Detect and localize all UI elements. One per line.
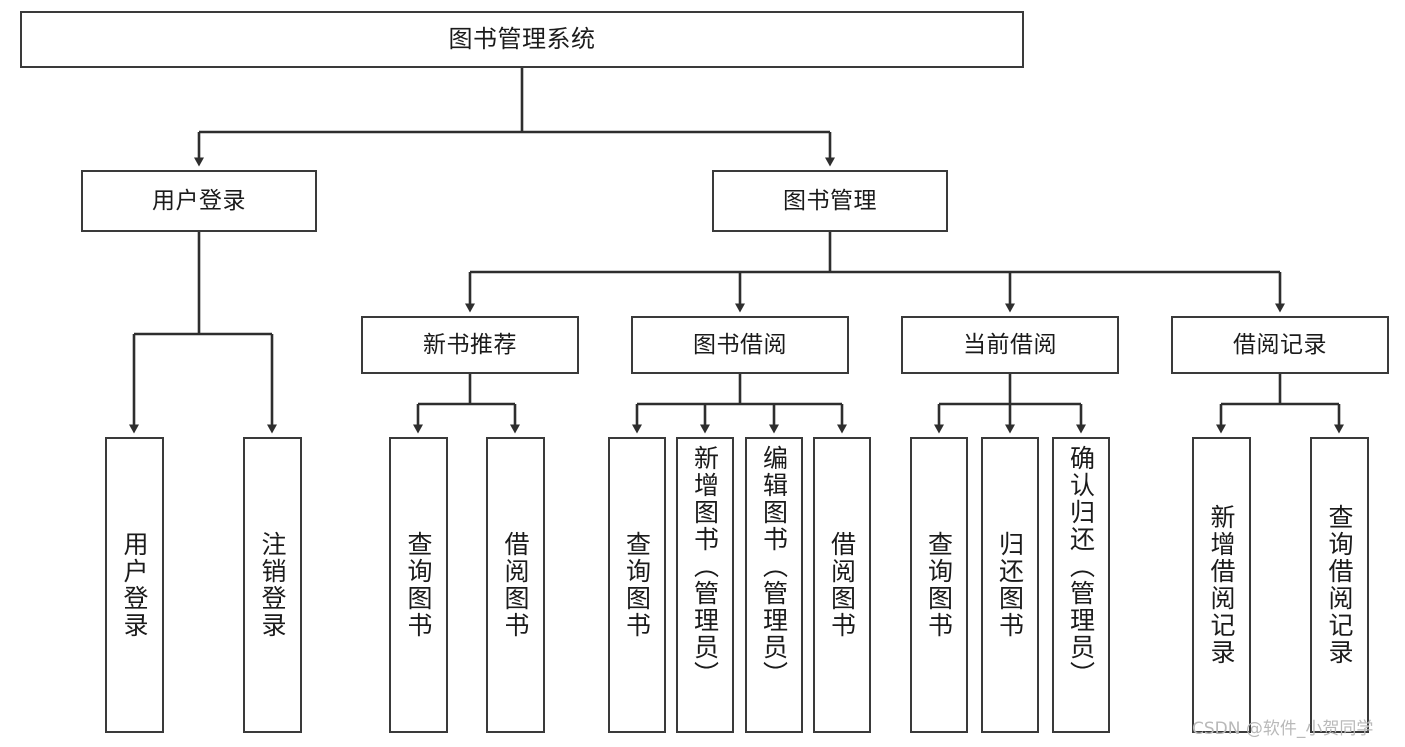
node-leaf-query-book-borrow[interactable]: 查询图书 <box>608 437 666 733</box>
node-new-book-rec-label: 新书推荐 <box>423 331 517 358</box>
node-leaf-query-book-current-label: 查询图书 <box>924 531 954 639</box>
node-leaf-borrow-book-label: 借阅图书 <box>827 531 857 639</box>
node-book-manage[interactable]: 图书管理 <box>712 170 948 232</box>
node-leaf-query-book-borrow-label: 查询图书 <box>622 531 652 639</box>
node-borrow-record-label: 借阅记录 <box>1233 331 1327 358</box>
node-new-book-rec[interactable]: 新书推荐 <box>361 316 579 374</box>
node-user-login[interactable]: 用户登录 <box>81 170 317 232</box>
node-leaf-query-book-current[interactable]: 查询图书 <box>910 437 968 733</box>
node-leaf-add-book-admin-label: 新增图书（管理员） <box>690 445 720 688</box>
node-book-borrow[interactable]: 图书借阅 <box>631 316 849 374</box>
node-root-label: 图书管理系统 <box>448 24 596 53</box>
node-leaf-add-borrow-record-label: 新增借阅记录 <box>1207 504 1236 666</box>
node-leaf-borrow-book[interactable]: 借阅图书 <box>813 437 871 733</box>
node-leaf-query-book-rec-label: 查询图书 <box>404 531 433 639</box>
node-leaf-user-login-label: 用户登录 <box>120 531 149 639</box>
node-leaf-add-book-admin[interactable]: 新增图书（管理员） <box>676 437 734 733</box>
node-leaf-confirm-return-admin-label: 确认归还（管理员） <box>1066 445 1096 688</box>
node-current-borrow-label: 当前借阅 <box>963 331 1057 358</box>
node-leaf-query-borrow-record-label: 查询借阅记录 <box>1325 504 1354 666</box>
node-book-borrow-label: 图书借阅 <box>693 331 787 358</box>
node-user-login-label: 用户登录 <box>152 187 246 214</box>
node-leaf-query-book-rec[interactable]: 查询图书 <box>389 437 448 733</box>
node-leaf-confirm-return-admin[interactable]: 确认归还（管理员） <box>1052 437 1110 733</box>
node-leaf-borrow-book-rec-label: 借阅图书 <box>501 531 530 639</box>
node-leaf-user-logout[interactable]: 注销登录 <box>243 437 302 733</box>
node-leaf-return-book[interactable]: 归还图书 <box>981 437 1039 733</box>
watermark-text: CSDN @软件_小贺同学 <box>1192 719 1374 739</box>
node-book-manage-label: 图书管理 <box>783 187 877 214</box>
node-leaf-user-logout-label: 注销登录 <box>258 531 287 639</box>
node-leaf-user-login[interactable]: 用户登录 <box>105 437 164 733</box>
node-leaf-add-borrow-record[interactable]: 新增借阅记录 <box>1192 437 1251 733</box>
node-root[interactable]: 图书管理系统 <box>20 11 1024 68</box>
node-borrow-record[interactable]: 借阅记录 <box>1171 316 1389 374</box>
node-leaf-edit-book-admin[interactable]: 编辑图书（管理员） <box>745 437 803 733</box>
node-leaf-borrow-book-rec[interactable]: 借阅图书 <box>486 437 545 733</box>
node-current-borrow[interactable]: 当前借阅 <box>901 316 1119 374</box>
node-leaf-query-borrow-record[interactable]: 查询借阅记录 <box>1310 437 1369 733</box>
node-leaf-return-book-label: 归还图书 <box>995 531 1025 639</box>
node-leaf-edit-book-admin-label: 编辑图书（管理员） <box>759 445 789 688</box>
